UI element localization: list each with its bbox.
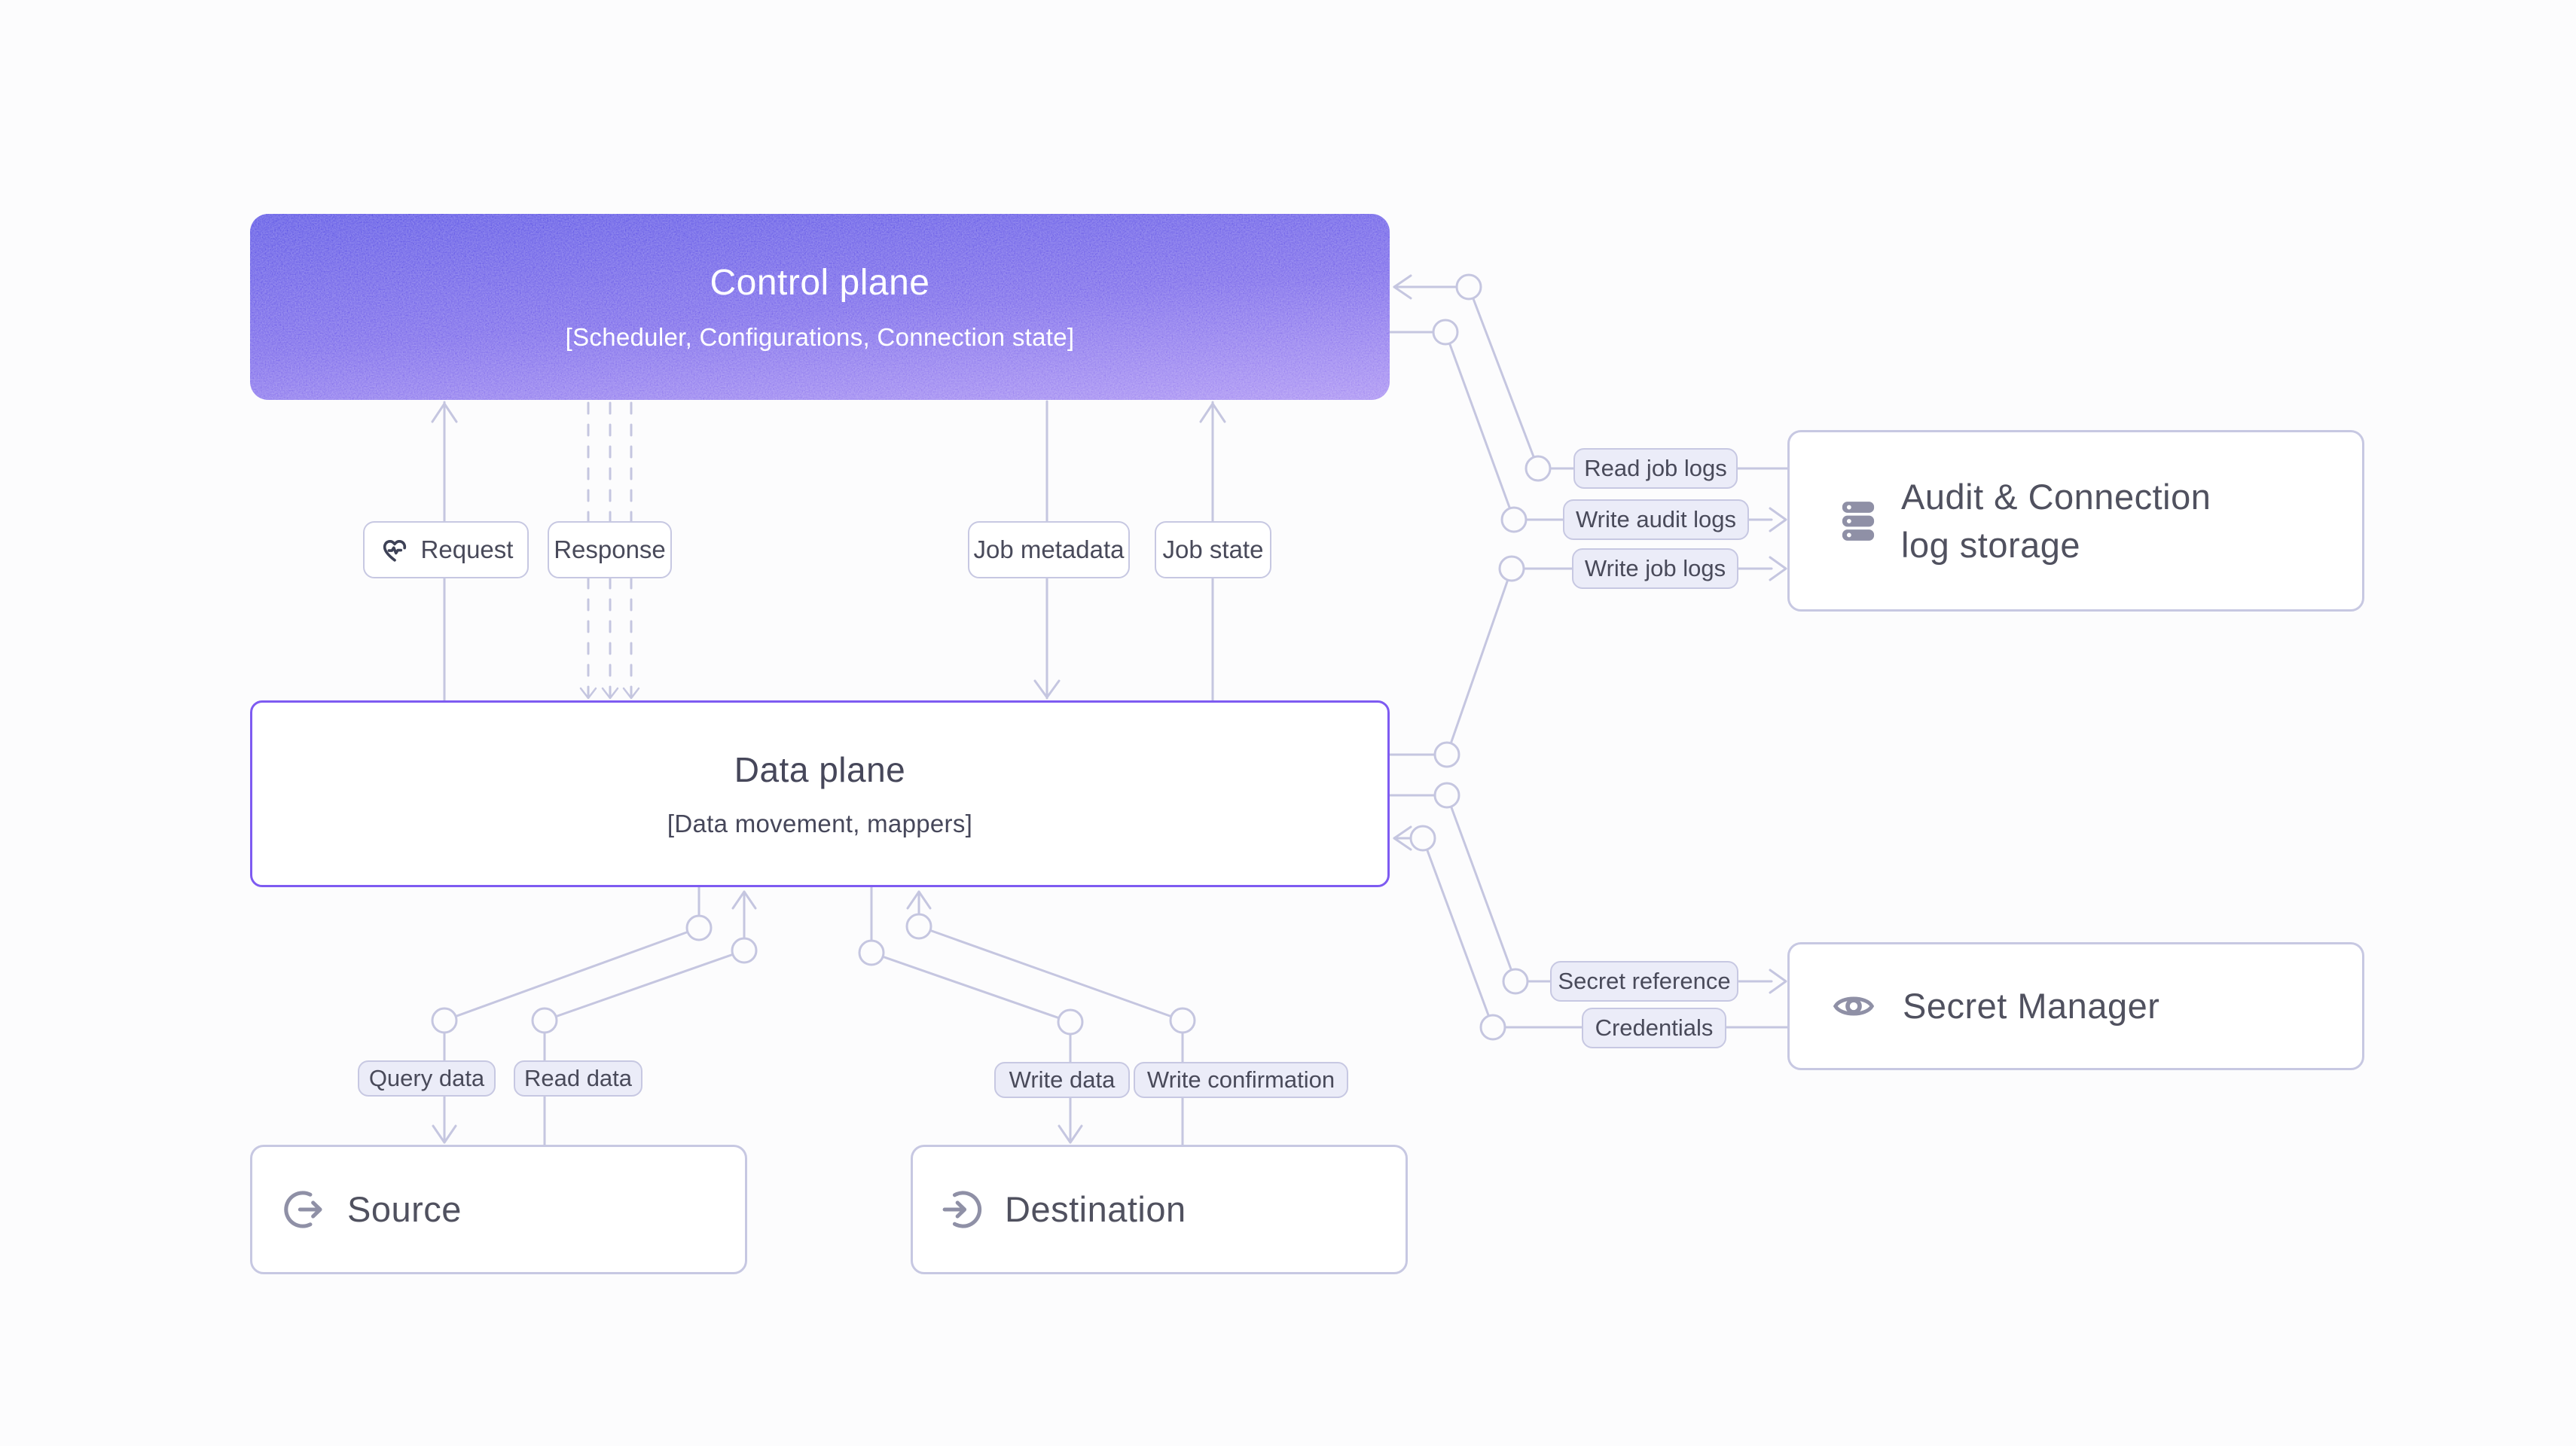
- source-node: Source: [250, 1145, 747, 1274]
- flow-line-write-data: [870, 886, 1083, 1144]
- secret-manager-node: Secret Manager: [1787, 942, 2364, 1070]
- data-plane-title: Data plane: [734, 750, 906, 789]
- chip-write-data-label: Write data: [1009, 1066, 1116, 1093]
- control-plane-subtitle: [Scheduler, Configurations, Connection s…: [565, 323, 1075, 351]
- chip-secret-reference-label: Secret reference: [1558, 968, 1731, 994]
- chip-read-data: Read data: [514, 1060, 642, 1097]
- control-plane-title: Control plane: [710, 263, 930, 303]
- chip-read-job-logs-label: Read job logs: [1584, 455, 1727, 481]
- chip-request: Request: [363, 521, 529, 578]
- audit-title-line1: Audit & Connection: [1901, 477, 2211, 517]
- chip-query-data: Query data: [358, 1060, 496, 1097]
- destination-node: Destination: [911, 1145, 1408, 1274]
- chip-secret-reference: Secret reference: [1550, 961, 1738, 1002]
- chip-request-label: Request: [420, 535, 514, 563]
- chip-job-metadata: Job metadata: [968, 521, 1130, 578]
- control-plane-node: Control plane [Scheduler, Configurations…: [250, 214, 1390, 400]
- database-icon: [1836, 497, 1880, 545]
- chip-job-metadata-label: Job metadata: [973, 535, 1125, 563]
- chip-write-audit-logs: Write audit logs: [1563, 499, 1749, 540]
- flow-line-response: [587, 401, 633, 699]
- chip-write-job-logs: Write job logs: [1572, 548, 1738, 589]
- connector-nodes: [431, 273, 1552, 1041]
- secret-manager-title: Secret Manager: [1903, 986, 2160, 1027]
- flow-line-write-confirmation: [906, 890, 1184, 1146]
- destination-title: Destination: [1005, 1189, 1186, 1230]
- flow-line-response-arrowheads: [579, 687, 640, 700]
- noise-texture: [250, 214, 1390, 400]
- chip-job-state: Job state: [1155, 521, 1271, 578]
- flow-line-read-job-logs: [1393, 274, 1789, 470]
- circle-arrow-out-icon: [281, 1185, 329, 1234]
- chip-write-data: Write data: [994, 1062, 1130, 1098]
- chip-response-label: Response: [554, 535, 666, 563]
- chip-write-confirmation: Write confirmation: [1134, 1062, 1348, 1098]
- audit-title-line2: log storage: [1901, 524, 2081, 565]
- heartbeat-icon: [379, 535, 411, 564]
- chip-query-data-label: Query data: [368, 1065, 485, 1091]
- chip-write-confirmation-label: Write confirmation: [1146, 1066, 1335, 1093]
- audit-log-storage-node: Audit & Connection log storage: [1787, 430, 2364, 612]
- chip-write-job-logs-label: Write job logs: [1584, 555, 1726, 581]
- chip-read-job-logs: Read job logs: [1573, 448, 1738, 489]
- chip-read-data-label: Read data: [523, 1065, 633, 1091]
- source-title: Source: [347, 1189, 462, 1230]
- chip-credentials: Credentials: [1582, 1008, 1726, 1048]
- data-plane-subtitle: [Data movement, mappers]: [667, 810, 973, 837]
- chip-write-audit-logs-label: Write audit logs: [1575, 506, 1737, 532]
- chip-credentials-label: Credentials: [1595, 1014, 1714, 1041]
- data-plane-node: Data plane [Data movement, mappers]: [250, 700, 1390, 887]
- chip-response: Response: [548, 521, 672, 578]
- chip-job-state-label: Job state: [1162, 535, 1264, 563]
- circle-arrow-in-icon: [937, 1185, 985, 1234]
- flow-line-query-data: [432, 886, 700, 1144]
- flow-line-read-data: [543, 890, 757, 1146]
- eye-icon: [1830, 983, 1877, 1030]
